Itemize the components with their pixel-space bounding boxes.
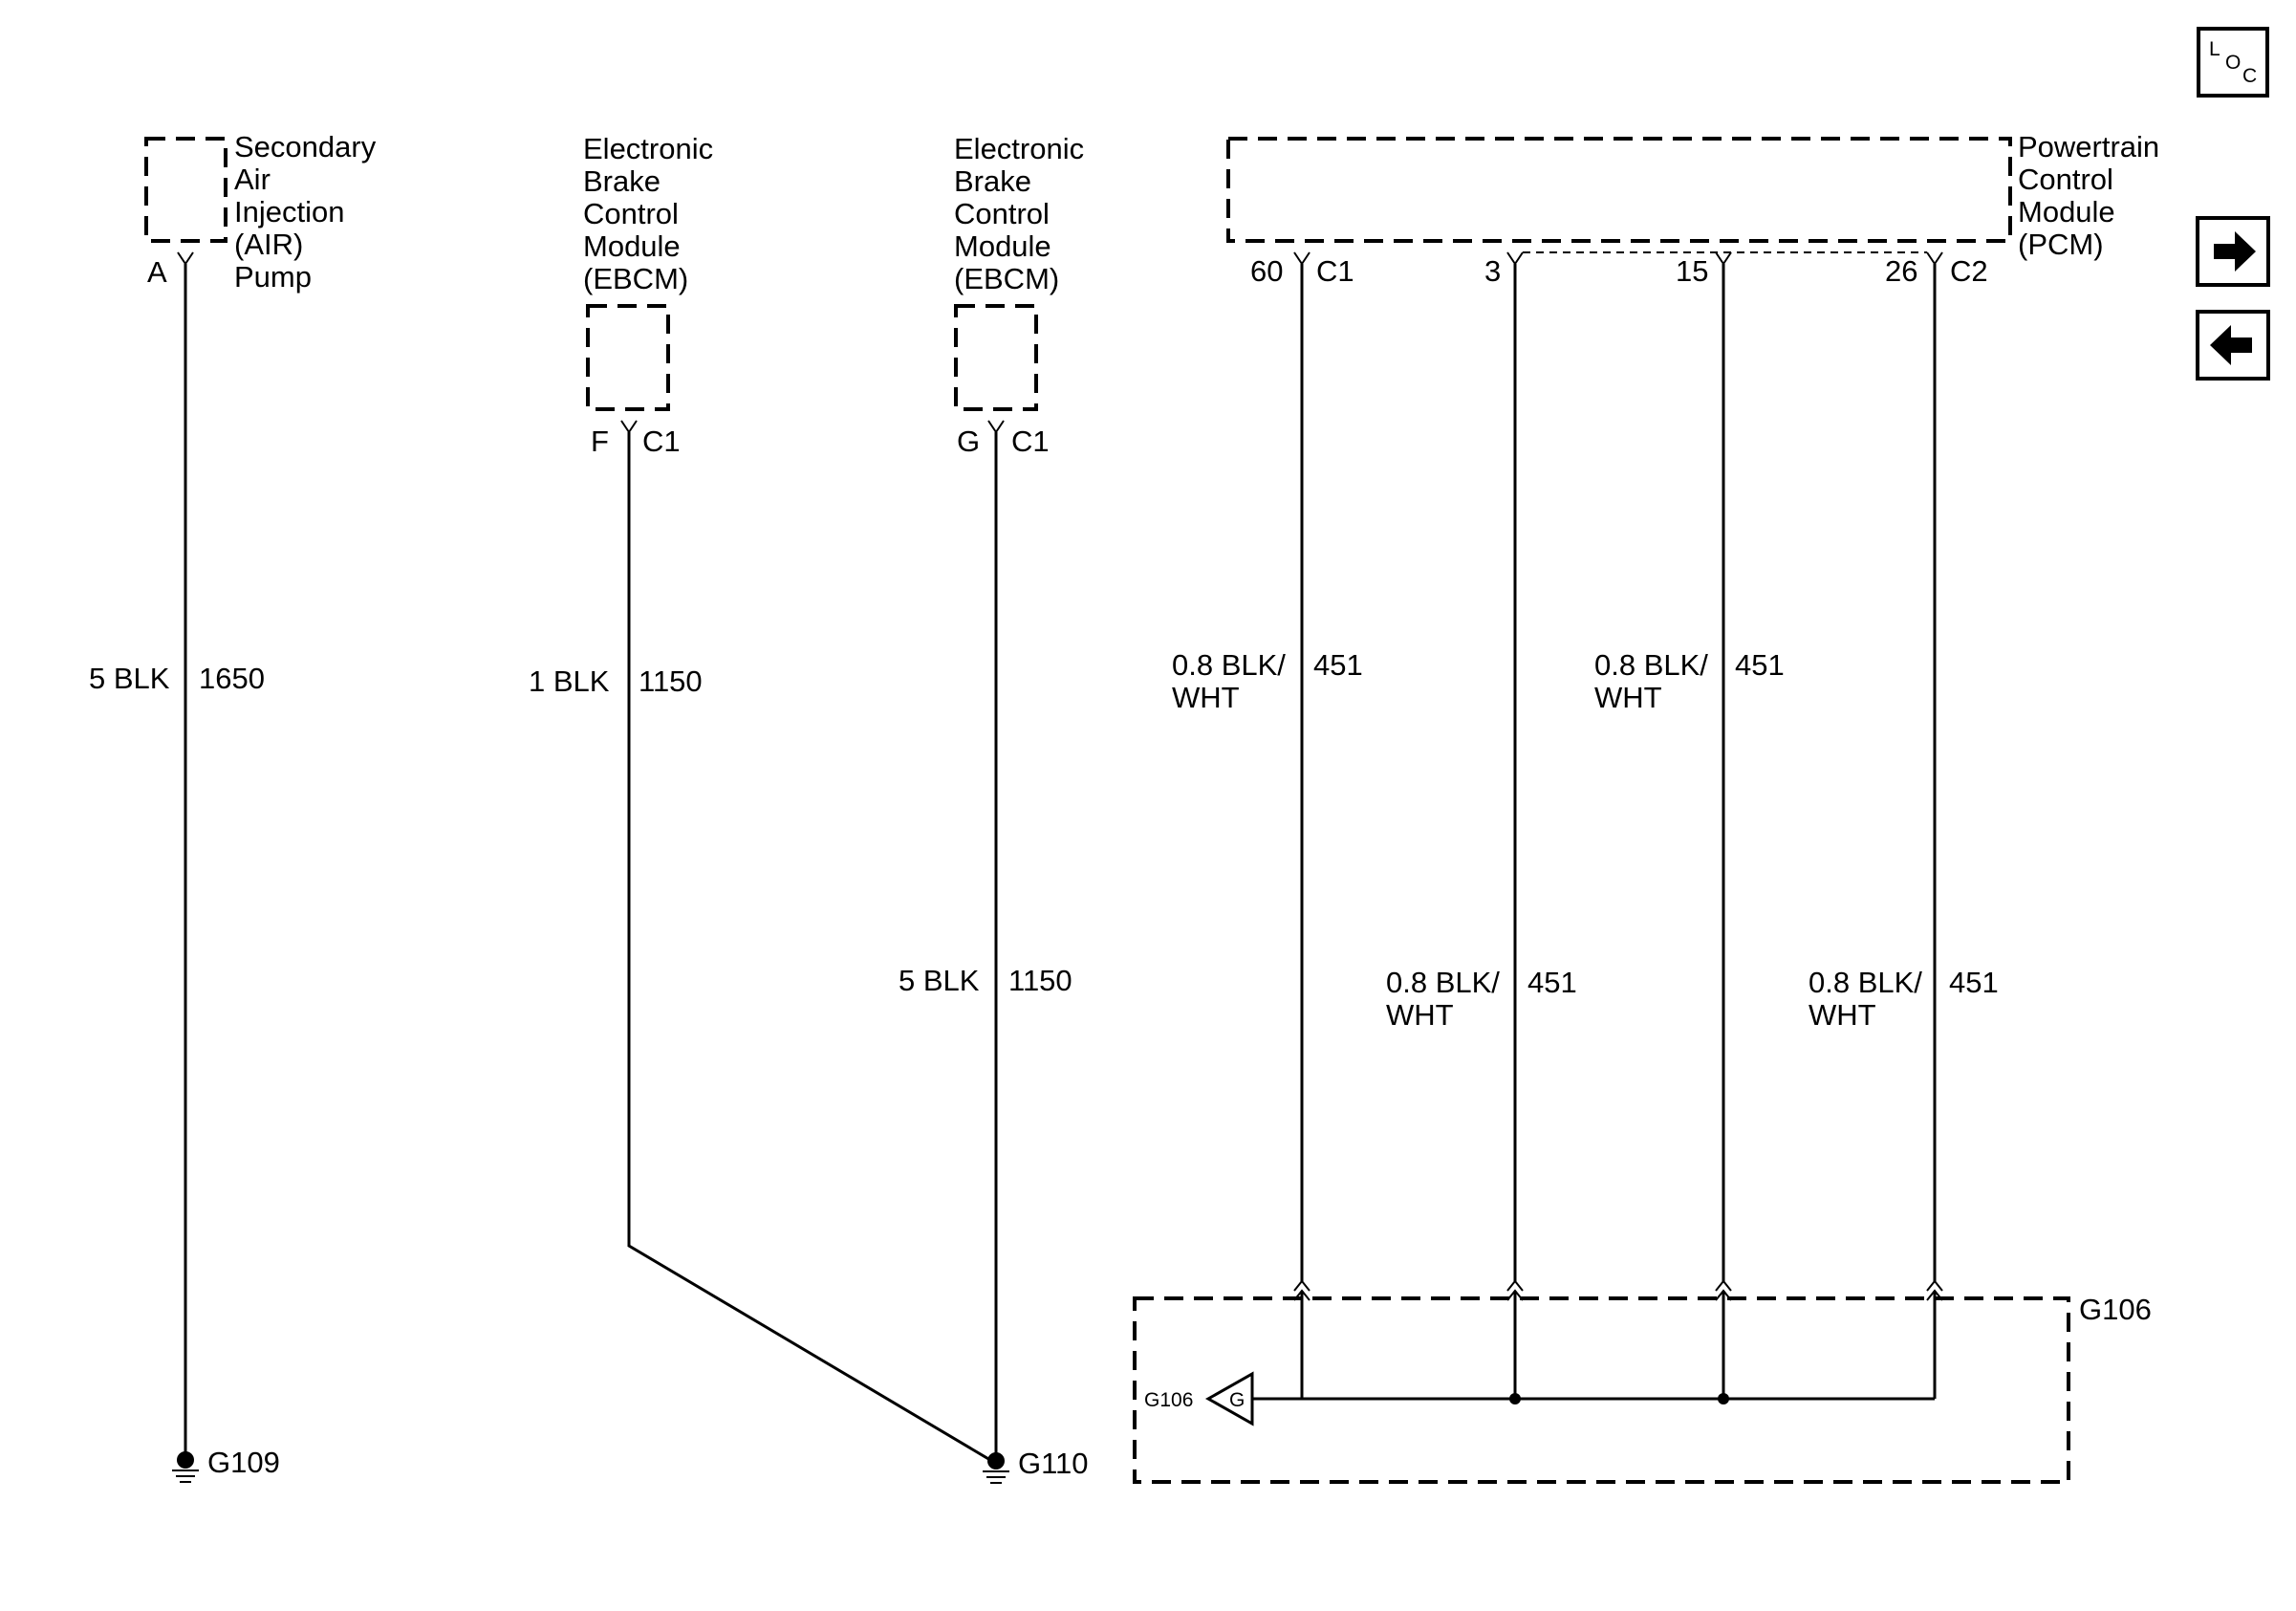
connector-terminal-icon xyxy=(620,420,638,434)
arrow-right-icon xyxy=(2214,231,2256,272)
connector-terminal-icon xyxy=(177,251,194,266)
pcm-label-1: Powertrain xyxy=(2018,130,2159,163)
wire-pcm-3-color-2: WHT xyxy=(1386,998,1454,1032)
ebcm-1-pin: F xyxy=(591,425,609,458)
air-pump-label-3: Injection xyxy=(234,195,344,229)
connector-terminal-icon xyxy=(1293,251,1310,266)
wire-ebcm-g-circuit: 1150 xyxy=(1008,964,1072,997)
wire-pcm-60-circuit: 451 xyxy=(1313,648,1363,682)
ground-g106: G106 G G106 xyxy=(1133,1279,2152,1484)
loc-letter-c: C xyxy=(2242,65,2257,87)
pcm-label-2: Control xyxy=(2018,163,2113,196)
wire-pcm-60-color-1: 0.8 BLK/ xyxy=(1172,648,1286,682)
ground-icon xyxy=(177,1451,194,1469)
splice-dot xyxy=(1718,1393,1729,1404)
ebcm-1-label-2: Brake xyxy=(583,164,661,198)
ebcm-2-label-5: (EBCM) xyxy=(954,262,1059,295)
wire-pcm-15-color-1: 0.8 BLK/ xyxy=(1594,648,1708,682)
previous-page-button[interactable] xyxy=(2196,310,2270,381)
ebcm-1-label-3: Control xyxy=(583,197,679,230)
ground-triangle-icon xyxy=(1204,1371,1254,1426)
loc-letter-o: O xyxy=(2225,52,2241,74)
loc-button[interactable]: L O C xyxy=(2197,27,2269,98)
splice-dot xyxy=(1509,1393,1521,1404)
wire-pcm-15-color-2: WHT xyxy=(1594,681,1662,714)
pcm-pin-60: 60 xyxy=(1250,254,1283,288)
ebcm-1-label-4: Module xyxy=(583,229,681,263)
air-pump-label-5: Pump xyxy=(234,260,312,294)
ground-g109-label: G109 xyxy=(207,1446,280,1479)
ebcm-2-label-3: Control xyxy=(954,197,1050,230)
wire-pcm-26-color-1: 0.8 BLK/ xyxy=(1809,966,1922,999)
ebcm-2-component: Electronic Brake Control Module (EBCM) G… xyxy=(954,132,1084,458)
air-pump-label-2: Air xyxy=(234,163,271,196)
pcm-label-4: (PCM) xyxy=(2018,228,2104,261)
ground-icon xyxy=(987,1452,1005,1469)
ebcm-1-label-5: (EBCM) xyxy=(583,262,688,295)
wire-air-circuit: 1650 xyxy=(199,662,265,695)
wire-ebcm-g-color: 5 BLK xyxy=(899,964,980,997)
air-pump-pin: A xyxy=(147,255,167,289)
ebcm-2-box xyxy=(954,304,1038,411)
ground-g110-label: G110 xyxy=(1018,1447,1089,1480)
connector-terminal-icon xyxy=(987,420,1005,434)
wire-pcm-60-color-2: WHT xyxy=(1172,681,1240,714)
next-page-button[interactable] xyxy=(2196,216,2270,287)
wire-ebcm-f-circuit: 1150 xyxy=(639,664,703,698)
loc-letter-l: L xyxy=(2209,38,2220,60)
air-pump-label-4: (AIR) xyxy=(234,228,303,261)
pcm-label-3: Module xyxy=(2018,195,2115,229)
ebcm-1-label-1: Electronic xyxy=(583,132,713,165)
ground-g109: G109 xyxy=(172,1446,280,1483)
pcm-pin-3: 3 xyxy=(1484,254,1501,288)
wire-ebcm-f xyxy=(627,432,996,1465)
connector-terminal-icon xyxy=(1715,251,1732,266)
wire-pcm-15-circuit: 451 xyxy=(1735,648,1785,682)
pcm-pin-15: 15 xyxy=(1676,254,1708,288)
pcm-component: Powertrain Control Module (PCM) 60 C1 3 … xyxy=(1226,130,2159,288)
wire-ebcm-f-color: 1 BLK xyxy=(529,664,610,698)
ebcm-1-connector: C1 xyxy=(642,425,681,458)
wire-pcm-26-circuit: 451 xyxy=(1949,966,1999,999)
ebcm-2-pin: G xyxy=(957,425,980,458)
ebcm-1-box xyxy=(586,304,670,411)
pcm-connector-c1: C1 xyxy=(1316,254,1354,288)
wire-air-color: 5 BLK xyxy=(89,662,170,695)
ebcm-2-label-2: Brake xyxy=(954,164,1031,198)
ebcm-2-connector: C1 xyxy=(1011,425,1050,458)
air-pump-label-1: Secondary xyxy=(234,130,377,163)
ground-g110: G110 xyxy=(983,1447,1089,1484)
g106-inner-label: G106 xyxy=(1144,1389,1193,1411)
ebcm-1-component: Electronic Brake Control Module (EBCM) F… xyxy=(583,132,713,458)
wire-pcm-26-color-2: WHT xyxy=(1809,998,1876,1032)
connector-terminal-icon xyxy=(1926,251,1943,266)
ebcm-2-label-1: Electronic xyxy=(954,132,1084,165)
air-pump-component: Secondary Air Injection (AIR) Pump A xyxy=(144,130,377,294)
g106-box xyxy=(1133,1296,2070,1484)
connector-terminal-icon xyxy=(1506,251,1524,266)
wire-pcm-3-color-1: 0.8 BLK/ xyxy=(1386,966,1500,999)
arrow-left-icon xyxy=(2210,325,2252,365)
ebcm-2-label-4: Module xyxy=(954,229,1051,263)
pcm-pin-26: 26 xyxy=(1885,254,1917,288)
wire-pcm-3-circuit: 451 xyxy=(1527,966,1577,999)
ground-g106-label: G106 xyxy=(2079,1293,2152,1326)
air-pump-box xyxy=(144,137,227,243)
g106-symbol-letter: G xyxy=(1229,1389,1245,1411)
pcm-connector-c2: C2 xyxy=(1950,254,1988,288)
pcm-box xyxy=(1226,137,2012,243)
